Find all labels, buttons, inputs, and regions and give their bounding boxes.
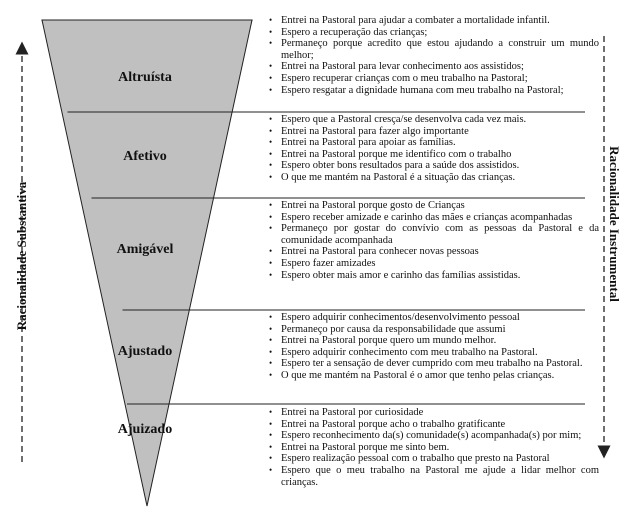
- statement-item: •O que me mantém na Pastoral é a situaçã…: [269, 171, 516, 183]
- statement-item: •Espero ter a sensação de dever cumprido…: [269, 358, 583, 370]
- statement-item: •O que me mantém na Pastoral é o amor qu…: [269, 369, 555, 381]
- left-axis-label: Racionalidade Substantiva: [14, 181, 29, 331]
- statement-item: •Espero recuperar crianças com o meu tra…: [269, 72, 528, 84]
- statement-item: •Permaneço por gostar do convívio com as…: [269, 223, 599, 246]
- statement-item: •Entrei na Pastoral para fazer algo impo…: [269, 125, 469, 137]
- statement-item: •Entrei na Pastoral porque quero um mund…: [269, 335, 497, 347]
- statement-item: •Espero a recuperação das crianças;: [269, 26, 428, 38]
- statement-item: •Entrei na Pastoral porque acho o trabal…: [269, 418, 506, 430]
- statement-item: •Entrei na Pastoral para ajudar a combat…: [269, 15, 550, 26]
- statement-item: •Espero que a Pastoral cresça/se desenvo…: [269, 114, 527, 125]
- statement-item: •Espero fazer amizades: [269, 257, 376, 269]
- statement-item: •Espero resgatar a dignidade humana com …: [269, 84, 564, 96]
- level-label-afetivo: Afetivo: [123, 149, 167, 164]
- level-label-altruista: Altruísta: [118, 70, 172, 85]
- statement-list-altruista: •Entrei na Pastoral para ajudar a combat…: [263, 15, 599, 96]
- level-label-ajuizado: Ajuizado: [117, 422, 173, 437]
- level-label-ajustado: Ajustado: [117, 344, 173, 359]
- statement-item: •Entrei na Pastoral para levar conhecime…: [269, 61, 524, 73]
- statement-item: •Entrei na Pastoral para conhecer novas …: [269, 246, 479, 258]
- statement-list-ajuizado: •Entrei na Pastoral por curiosidade •Ent…: [263, 407, 599, 488]
- statement-list-ajustado: •Espero adquirir conhecimentos/desenvolv…: [263, 312, 599, 382]
- statement-item: •Entrei na Pastoral porque gosto de Cria…: [269, 200, 465, 211]
- statement-list-amigavel: •Entrei na Pastoral porque gosto de Cria…: [263, 200, 599, 281]
- statement-item: •Permaneço por causa da responsabilidade…: [269, 323, 506, 335]
- statement-item: •Espero reconhecimento da(s) comunidade(…: [269, 430, 582, 442]
- statement-item: •Permaneço porque acredito que estou aju…: [269, 38, 599, 61]
- statement-item: •Espero adquirir conhecimento com meu tr…: [269, 346, 538, 358]
- statement-item: •Entrei na Pastoral por curiosidade: [269, 407, 424, 418]
- statement-item: •Espero receber amizade e carinho das mã…: [269, 211, 573, 223]
- statement-item: •Espero obter mais amor e carinho das fa…: [269, 269, 521, 281]
- statement-item: •Entrei na Pastoral para apoiar as famíl…: [269, 137, 456, 149]
- statement-item: •Espero obter bons resultados para a saú…: [269, 160, 520, 172]
- statement-item: •Entrei na Pastoral porque me sinto bem.: [269, 441, 450, 453]
- level-label-amigavel: Amigável: [116, 242, 174, 257]
- statement-list-afetivo: •Espero que a Pastoral cresça/se desenvo…: [263, 114, 599, 184]
- statement-item: •Espero que o meu trabalho na Pastoral m…: [269, 464, 599, 488]
- statement-item: •Espero realização pessoal com o trabalh…: [269, 453, 550, 465]
- statement-item: •Entrei na Pastoral porque me identifico…: [269, 148, 512, 160]
- right-axis-label: Racionalidade Instrumental: [607, 146, 622, 302]
- funnel-outline: [41, 19, 253, 507]
- statement-item: •Espero adquirir conhecimentos/desenvolv…: [269, 312, 520, 323]
